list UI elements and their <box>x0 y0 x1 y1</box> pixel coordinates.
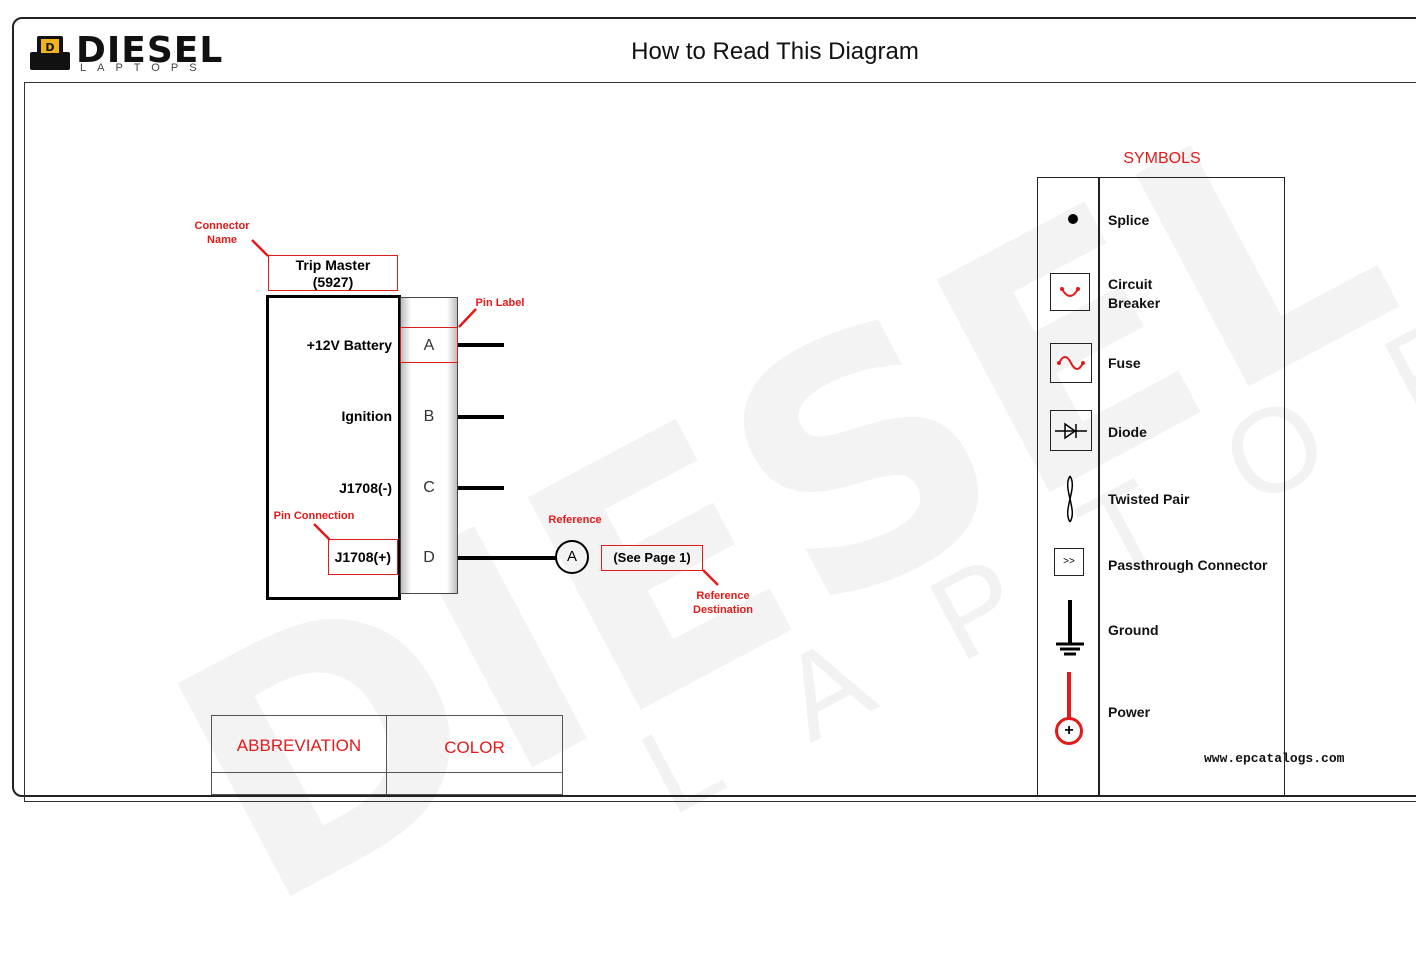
abbreviation-divider <box>386 715 387 795</box>
symbol-label-passthrough: Passthrough Connector <box>1108 557 1268 573</box>
pin-label-highlight <box>400 327 458 363</box>
pin-label-a: A <box>423 337 435 354</box>
pin-label-b: B <box>423 408 435 425</box>
pin-label-d: D <box>423 549 435 566</box>
annotation-lines <box>251 239 719 586</box>
wire-a <box>458 343 504 347</box>
ground-icon <box>1054 598 1086 660</box>
symbol-label-fuse: Fuse <box>1108 355 1141 371</box>
power-line <box>1067 672 1071 718</box>
reference-destination: (See Page 1) <box>601 545 703 571</box>
passthrough-connector-icon: >> <box>1054 548 1084 576</box>
pin-name-c: J1708(-) <box>339 480 392 496</box>
logo-subtext: LAPTOPS <box>80 62 208 74</box>
wire-c <box>458 486 504 490</box>
reference-circle: A <box>555 540 589 574</box>
footer-url: www.epcatalogs.com <box>1204 751 1345 766</box>
fuse-icon <box>1050 343 1092 383</box>
diode-icon <box>1050 410 1092 451</box>
wire-b <box>458 415 504 419</box>
symbol-label-ground: Ground <box>1108 622 1159 638</box>
symbols-divider <box>1098 177 1100 797</box>
symbol-label-power: Power <box>1108 704 1151 720</box>
wire-d <box>458 556 556 560</box>
connector-body <box>266 295 401 600</box>
symbols-title: SYMBOLS <box>1123 150 1201 167</box>
abbreviation-header: ABBREVIATION <box>236 736 362 755</box>
abbreviation-header-rule <box>211 772 563 773</box>
connector-id: (5927) <box>312 274 354 290</box>
splice-icon <box>1068 214 1078 224</box>
pin-name-a: +12V Battery <box>306 337 392 353</box>
symbol-label-splice: Splice <box>1108 212 1150 228</box>
pin-name-b: Ignition <box>341 408 392 424</box>
circuit-breaker-icon <box>1050 273 1090 311</box>
logo-icon: D <box>28 34 72 72</box>
pin-label-c: C <box>423 479 435 496</box>
pin-label-note: Pin Label <box>475 297 525 309</box>
reference-note: Reference <box>548 514 602 526</box>
page-title: How to Read This Diagram <box>631 38 919 65</box>
svg-text:D: D <box>45 41 54 54</box>
reference-destination-note: Reference Destination <box>693 590 753 616</box>
power-icon: + <box>1055 717 1083 745</box>
pin-connection-highlight <box>328 539 398 575</box>
connector-name: Trip Master <box>295 257 371 273</box>
pin-connection-note: Pin Connection <box>273 510 355 522</box>
connector-name-box: Trip Master (5927) <box>268 255 398 291</box>
symbol-label-twisted-pair: Twisted Pair <box>1108 491 1190 507</box>
symbol-label-circuit-breaker: Circuit Breaker <box>1108 276 1161 311</box>
twisted-pair-icon <box>1060 474 1080 524</box>
logo-name: DIESEL <box>76 30 224 71</box>
pin-column <box>400 297 458 594</box>
connector-name-note: Connector Name <box>194 220 250 246</box>
pin-name-d: J1708(+) <box>334 549 391 565</box>
symbol-label-diode: Diode <box>1108 424 1147 440</box>
color-header: COLOR <box>444 738 505 757</box>
